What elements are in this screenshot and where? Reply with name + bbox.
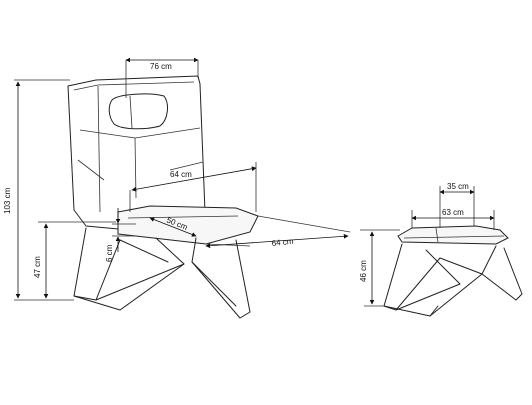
chair-height-label: 103 cm	[3, 187, 12, 214]
ottoman-height-label: 46 cm	[359, 260, 368, 282]
seat-depth-label: 64 cm	[271, 237, 294, 248]
seat-width-dimension: 64 cm	[129, 162, 257, 212]
seat-thickness-label: 6 cm	[105, 244, 114, 262]
seat-height-dimension: 47 cm	[33, 221, 116, 299]
armchair-drawing	[67, 75, 259, 319]
ottoman-height-dimension: 46 cm	[359, 229, 400, 307]
ottoman-drawing	[383, 225, 523, 317]
ottoman-top-width-label: 35 cm	[447, 182, 469, 191]
chair-height-dimension: 103 cm	[3, 79, 74, 301]
ottoman-top-width-dimension: 35 cm	[439, 182, 475, 228]
chair-width-label: 76 cm	[150, 62, 172, 71]
chair-width-dimension: 76 cm	[125, 57, 199, 98]
seat-width-label: 64 cm	[170, 170, 192, 179]
ottoman-width-dimension: 63 cm	[411, 208, 495, 230]
seat-thickness-dimension: 6 cm	[105, 208, 136, 262]
ottoman-width-label: 63 cm	[442, 208, 464, 217]
seat-depth-dimension: 64 cm	[205, 215, 351, 249]
seat-height-label: 47 cm	[33, 256, 42, 278]
